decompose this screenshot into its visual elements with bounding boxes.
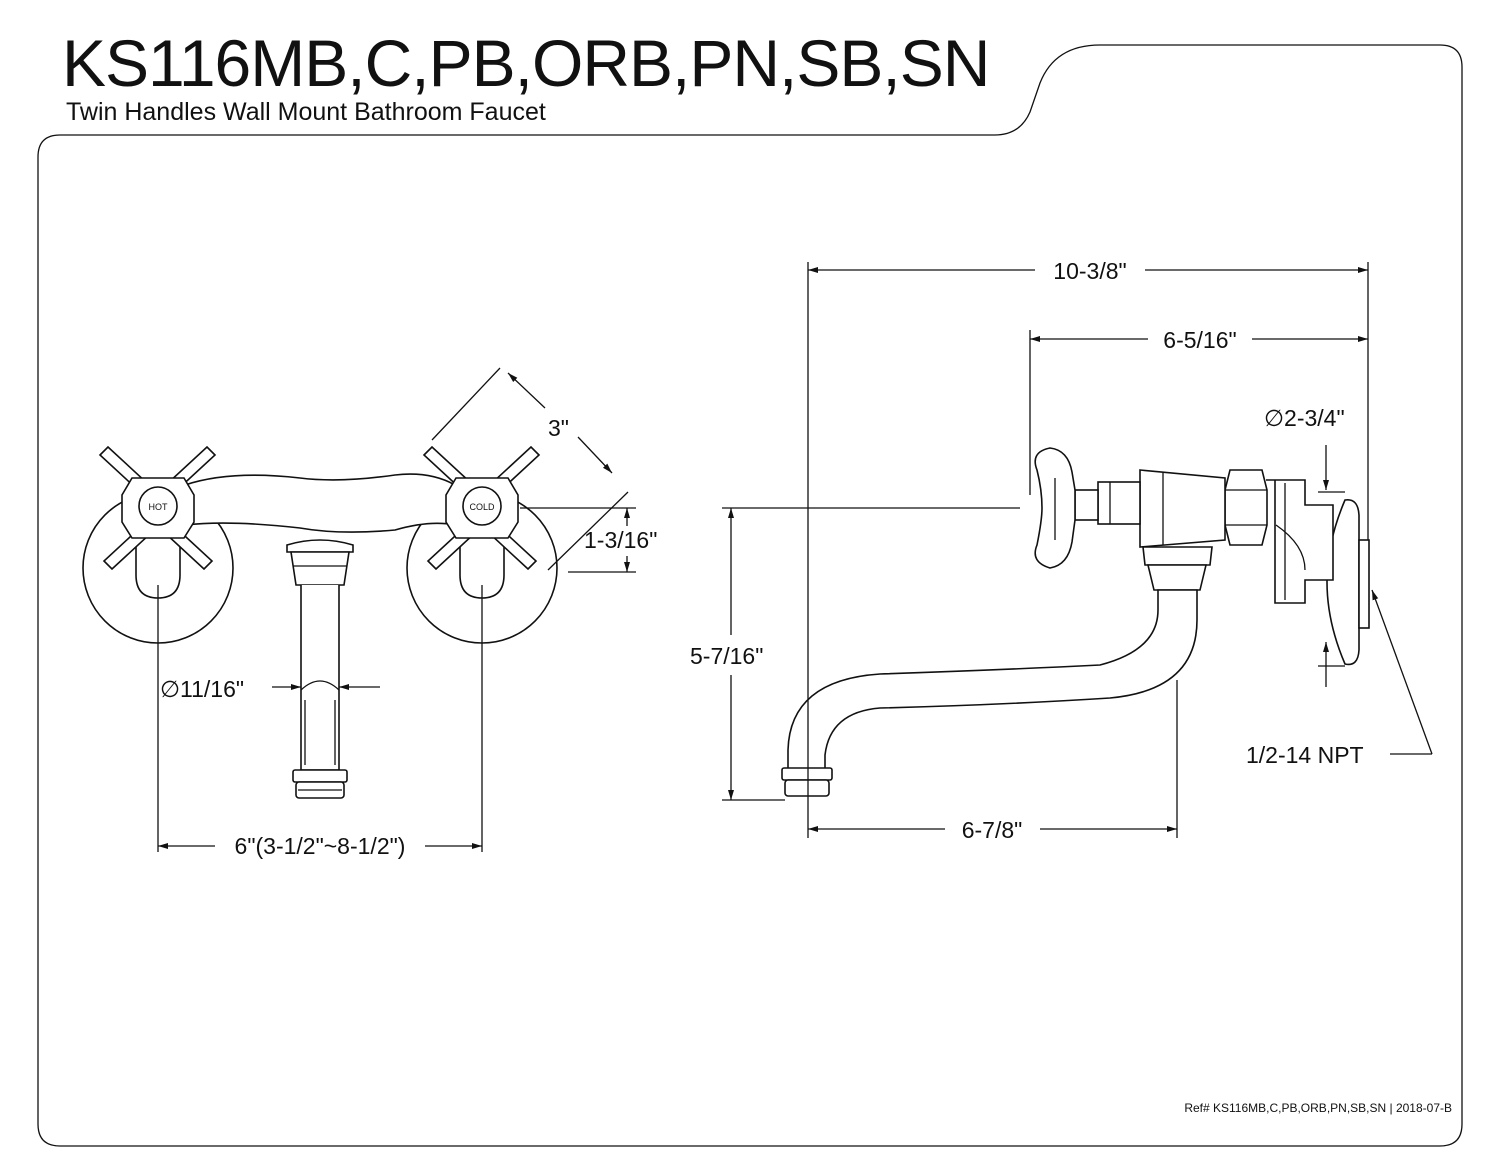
cold-label: COLD bbox=[469, 502, 495, 512]
valve-stem bbox=[1074, 489, 1099, 521]
dim-handle-height: 1-3/16" bbox=[584, 527, 657, 553]
supply-body bbox=[1266, 479, 1334, 604]
side-spout-collar bbox=[1146, 564, 1208, 591]
spout-outlet bbox=[292, 769, 348, 783]
page-subtitle: Twin Handles Wall Mount Bathroom Faucet bbox=[66, 98, 546, 126]
valve-bonnet bbox=[1097, 481, 1141, 525]
wall-flange-plate bbox=[1358, 539, 1370, 629]
side-view-dimensions: 10-3/8" 6-5/16" ∅2-3/4" 5-7/16" 6-7/8" bbox=[690, 258, 1433, 843]
dim-handle-arm: 3" bbox=[548, 415, 569, 441]
dim-center-spread: 6"(3-1/2"~8-1/2") bbox=[235, 833, 406, 859]
valve-body bbox=[1139, 469, 1226, 548]
faucet-body bbox=[184, 473, 456, 533]
front-view-dimensions: 3" 1-3/16" ∅11/16" 6"(3-1/2"~8-1/2") bbox=[157, 367, 657, 859]
dim-handle-projection: 6-5/16" bbox=[1163, 327, 1236, 353]
spout-tube bbox=[300, 585, 340, 771]
sheet-border bbox=[37, 44, 1463, 1147]
cold-index-cap bbox=[462, 486, 502, 526]
side-spout-fitting bbox=[1142, 546, 1213, 566]
dim-spout-diameter: ∅11/16" bbox=[160, 676, 244, 702]
hex-nut bbox=[1224, 469, 1268, 546]
dim-spout-reach: 6-7/8" bbox=[962, 817, 1023, 843]
hot-cross-handle: HOT bbox=[98, 445, 217, 571]
cold-cross-handle: COLD bbox=[422, 445, 541, 571]
dim-thread: 1/2-14 NPT bbox=[1246, 742, 1364, 768]
dim-height: 5-7/16" bbox=[690, 643, 763, 669]
hot-index-cap bbox=[138, 486, 178, 526]
reference-number: Ref# KS116MB,C,PB,ORB,PN,SB,SN | 2018-07… bbox=[1184, 1101, 1452, 1115]
side-spout-tube bbox=[787, 589, 1198, 771]
dim-flange-diameter: ∅2-3/4" bbox=[1264, 405, 1345, 431]
spout-fitting bbox=[286, 539, 354, 553]
spout-collar bbox=[290, 551, 350, 586]
spout-bend bbox=[300, 680, 340, 691]
side-spout-aerator bbox=[784, 779, 830, 797]
side-view-faucet bbox=[781, 447, 1370, 797]
page-title: KS116MB,C,PB,ORB,PN,SB,SN bbox=[62, 26, 990, 100]
hot-label: HOT bbox=[149, 502, 169, 512]
side-spout-outlet bbox=[781, 767, 833, 781]
front-view-faucet: HOT COLD bbox=[82, 445, 558, 799]
dim-overall-length: 10-3/8" bbox=[1053, 258, 1126, 284]
